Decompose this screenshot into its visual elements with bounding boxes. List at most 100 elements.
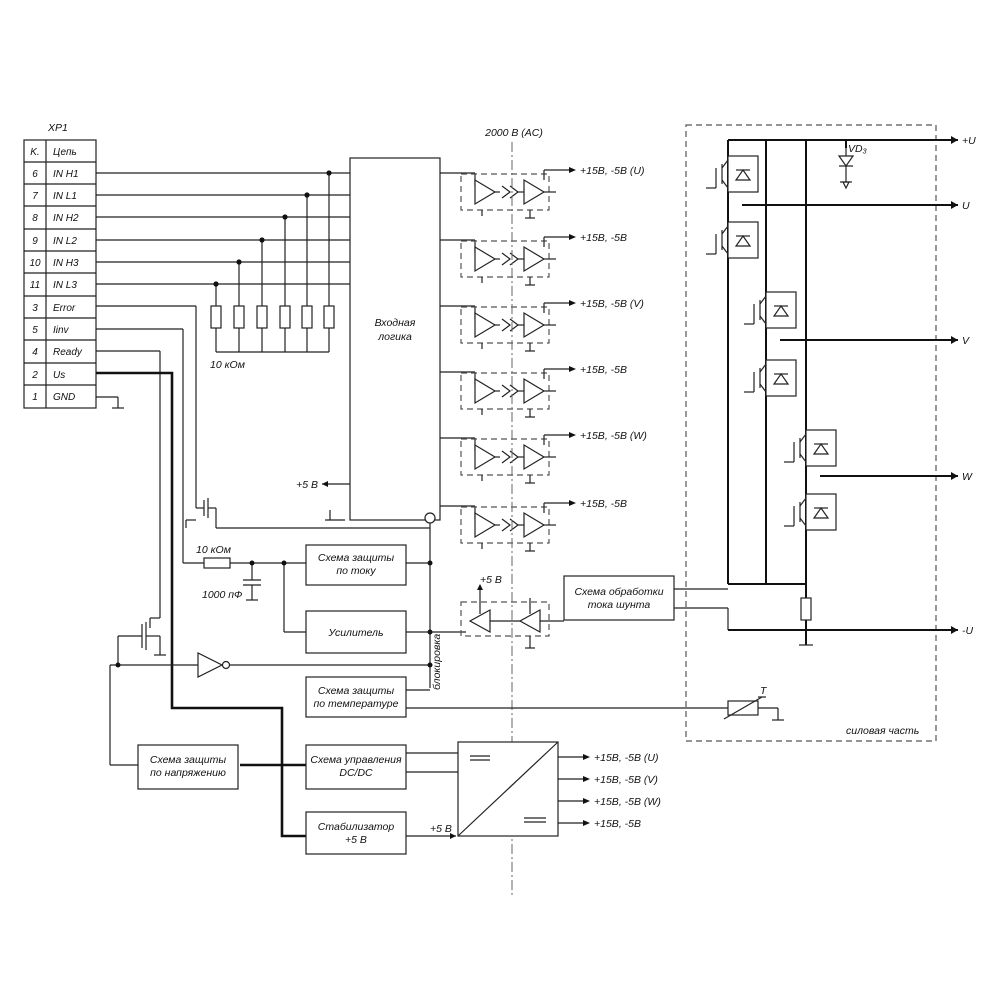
shunt-line2: тока шунта [588,599,651,611]
igbt-2 [706,221,759,259]
filter-resistor [203,557,231,569]
vd3-label: VD₃ [848,143,867,155]
pin-number: 3 [32,303,38,314]
thermistor-label: T [760,685,768,697]
power-rails [727,139,958,645]
block-label: блокировка [431,634,443,690]
pin-number: 7 [32,191,38,202]
amplifier-block [305,610,407,654]
stabilizer-block [305,811,407,855]
temp-prot-line2: по температуре [314,698,399,710]
status-lines [96,305,204,619]
temp-prot-line1: Схема защиты [318,685,395,697]
resistor-label: 10 кОм [210,359,245,371]
driver-2: +15В, -5В [460,232,627,286]
stab-line1: Стабилизатор [318,821,395,833]
header-signal: Цепь [53,147,77,158]
current-prot-line2: по току [336,565,376,577]
output-minus-u: -U [962,625,973,637]
driver-supply-label: +15В, -5В [580,498,627,510]
dcdc-line1: Схема управления [310,754,402,766]
logic-to-drivers [440,172,476,519]
output-w: W [962,471,973,483]
logic-line2: логика [377,331,412,343]
dcdc-output-label: +15В, -5В (W) [594,796,661,808]
volt-prot-line1: Схема защиты [150,754,227,766]
pin-number: 2 [31,370,38,381]
filter-r-label: 10 кОм [196,544,231,556]
current-prot-line1: Схема защиты [318,552,395,564]
logic-plus5: +5 В [296,479,318,491]
shunt-line1: Схема обработки [574,586,663,598]
output-arrows [951,136,958,634]
junction-dots [213,170,332,287]
dcdc-output-label: +15В, -5В (V) [594,774,658,786]
vd3-diode [837,148,855,190]
dcdc-output-label: +15В, -5В [594,818,641,830]
opto-plus5: +5 В [480,574,502,586]
voltage-protection-block [137,744,239,790]
pin-signal: Error [53,303,76,314]
stab-plus5: +5 В [430,823,452,835]
driver-supply-label: +15В, -5В [580,364,627,376]
input-logic-block [349,157,441,521]
igbt-4 [744,359,797,397]
pin-signal: IN H3 [53,258,79,269]
shunt-resistor [800,597,812,621]
ready-transistor [109,618,430,766]
driver-1: +15В, -5В (U) [460,165,644,219]
us-rail [96,371,306,838]
driver-supply-label: +15В, -5В (U) [580,165,644,177]
isolation-label: 2000 В (AC) [484,127,543,139]
output-v: V [962,335,970,347]
igbt-6 [784,493,837,531]
connector-title: XP1 [47,122,68,134]
pin-signal: Iinv [53,325,70,336]
power-section-label: силовая часть [846,725,919,737]
header-pin: K. [30,147,39,158]
thermistor [723,696,784,721]
output-plus-u: +U [962,135,976,147]
igbt-5 [784,429,837,467]
gate-drivers: +15В, -5В (U) +15В, -5В +15В, -5В (V) +15В,… [460,165,647,552]
temperature-protection-block [305,676,407,718]
driver-5: +15В, -5В (W) [460,430,647,484]
pin-number: 8 [32,213,38,224]
pin-number: 5 [32,325,38,336]
pin-number: 10 [29,258,41,269]
amplifier-label: Усилитель [327,627,383,639]
current-protection-block [305,544,407,586]
dcdc-output-label: +15В, -5В (U) [594,752,658,764]
dcdc-line2: DC/DC [339,767,373,779]
pin-signal: IN L1 [53,191,77,202]
igbt-3 [744,291,797,329]
pin-signal: IN L2 [53,236,77,247]
driver-6: +15В, -5В [460,498,627,552]
driver-3: +15В, -5В (V) [460,298,644,352]
output-u: U [962,200,970,212]
power-section-frame [685,124,937,742]
driver-supply-label: +15В, -5В (V) [580,298,644,310]
pin-number: 6 [32,169,38,180]
error-transistor [185,498,431,688]
igbt-1 [706,155,759,193]
pin-number: 1 [32,392,38,403]
pin-number: 4 [32,347,38,358]
pin-signal: GND [53,392,75,403]
pull-down-resistors [210,305,335,329]
current-feedback-opto: +5 В [460,574,564,649]
driver-4: +15В, -5В [460,364,627,418]
pin-signal: Ready [53,347,83,358]
shunt-processing-block [563,575,675,621]
logic-inv-output [424,512,436,524]
inverter-gate [197,652,224,678]
pin-number: 9 [32,236,38,247]
dcdc-control-block [305,744,407,790]
pin-signal: Us [53,370,65,381]
pin-number: 11 [30,280,40,291]
pin-signal: IN L3 [53,280,77,291]
driver-supply-label: +15В, -5В (W) [580,430,647,442]
